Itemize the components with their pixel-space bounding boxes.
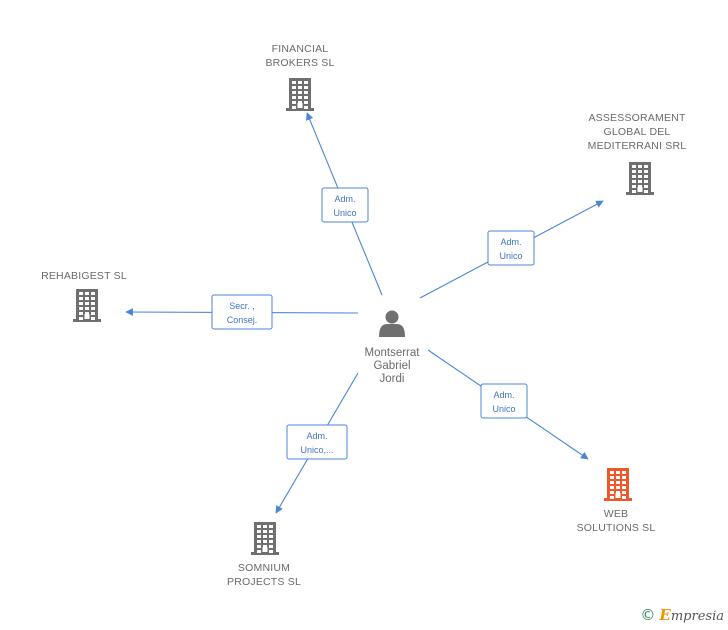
- edge-label-box: [321, 187, 369, 223]
- company-node-rehabigest[interactable]: REHABIGEST SL: [41, 270, 127, 322]
- edge-label-line: Unico: [492, 404, 515, 414]
- edge-label-line: Unico: [499, 251, 522, 261]
- building-icon[interactable]: [73, 289, 101, 322]
- edge-label-line: Adm.: [493, 390, 514, 400]
- company-name-line: FINANCIAL: [272, 43, 329, 55]
- building-icon[interactable]: [626, 162, 654, 195]
- edge-label-box: [211, 294, 273, 330]
- copyright-icon: ©: [640, 606, 656, 624]
- company-name: FINANCIAL BROKERS SL: [265, 43, 334, 69]
- edge-rehabigest[interactable]: Secr. , Consej.: [125, 294, 359, 330]
- edge-web[interactable]: Adm. Unico: [427, 349, 589, 460]
- company-name-line: WEB: [604, 508, 629, 520]
- edge-label-box: [286, 424, 348, 460]
- edge-label-line: Secr. ,: [229, 301, 255, 311]
- edge-label-box: [480, 383, 528, 419]
- person-name-line: Montserrat: [365, 347, 421, 359]
- building-icon[interactable]: [604, 468, 632, 501]
- edge-label: Secr. , Consej.: [227, 301, 258, 325]
- edge-assessorament[interactable]: Adm. Unico: [419, 200, 604, 299]
- company-name-line: ASSESSORAMENT: [588, 112, 686, 124]
- watermark-initial: E: [659, 606, 671, 624]
- company-name-line: PROJECTS SL: [227, 576, 301, 588]
- edge-label-box: [487, 230, 535, 266]
- edge-label-line: Adm.: [500, 237, 521, 247]
- company-node-somnium[interactable]: SOMNIUM PROJECTS SL: [227, 522, 301, 588]
- person-name-line: Jordi: [380, 373, 405, 385]
- edge-label-line: Adm.: [334, 194, 355, 204]
- company-name: WEB SOLUTIONS SL: [577, 508, 656, 534]
- watermark-text: mpresia: [670, 609, 724, 624]
- edge-label: Adm. Unico: [333, 194, 356, 218]
- edge-label: Adm. Unico: [499, 237, 522, 261]
- person-name-line: Gabriel: [373, 360, 410, 372]
- nodes-layer: FINANCIAL BROKERS SL ASSESSORAMENT GLOBAL D…: [41, 43, 686, 588]
- company-name-line: SOMNIUM: [238, 562, 290, 574]
- building-icon[interactable]: [251, 522, 279, 555]
- company-name: ASSESSORAMENT GLOBAL DEL MEDITERRANI SRL: [588, 112, 687, 152]
- edge-label: Adm. Unico,...: [300, 431, 333, 455]
- company-name: REHABIGEST SL: [41, 270, 127, 282]
- company-name-line: REHABIGEST SL: [41, 270, 127, 282]
- edge-financial[interactable]: Adm. Unico: [306, 112, 383, 296]
- company-name-line: MEDITERRANI SRL: [588, 140, 687, 152]
- company-name-line: BROKERS SL: [265, 57, 334, 69]
- building-icon[interactable]: [286, 78, 314, 111]
- company-node-financial[interactable]: FINANCIAL BROKERS SL: [265, 43, 334, 111]
- company-name: SOMNIUM PROJECTS SL: [227, 562, 301, 588]
- company-node-assessorament[interactable]: ASSESSORAMENT GLOBAL DEL MEDITERRANI SRL: [588, 112, 687, 195]
- edge-label-line: Unico,...: [300, 445, 333, 455]
- company-node-web[interactable]: WEB SOLUTIONS SL: [577, 468, 656, 534]
- edge-label-line: Unico: [333, 208, 356, 218]
- edge-label-line: Adm.: [306, 431, 327, 441]
- person-icon[interactable]: [379, 310, 405, 338]
- company-name-line: SOLUTIONS SL: [577, 522, 656, 534]
- edge-label-line: Consej.: [227, 315, 258, 325]
- edge-somnium[interactable]: Adm. Unico,...: [275, 372, 359, 514]
- company-name-line: GLOBAL DEL: [604, 126, 671, 138]
- empresia-watermark[interactable]: ©Empresia: [640, 606, 724, 624]
- edge-label: Adm. Unico: [492, 390, 515, 414]
